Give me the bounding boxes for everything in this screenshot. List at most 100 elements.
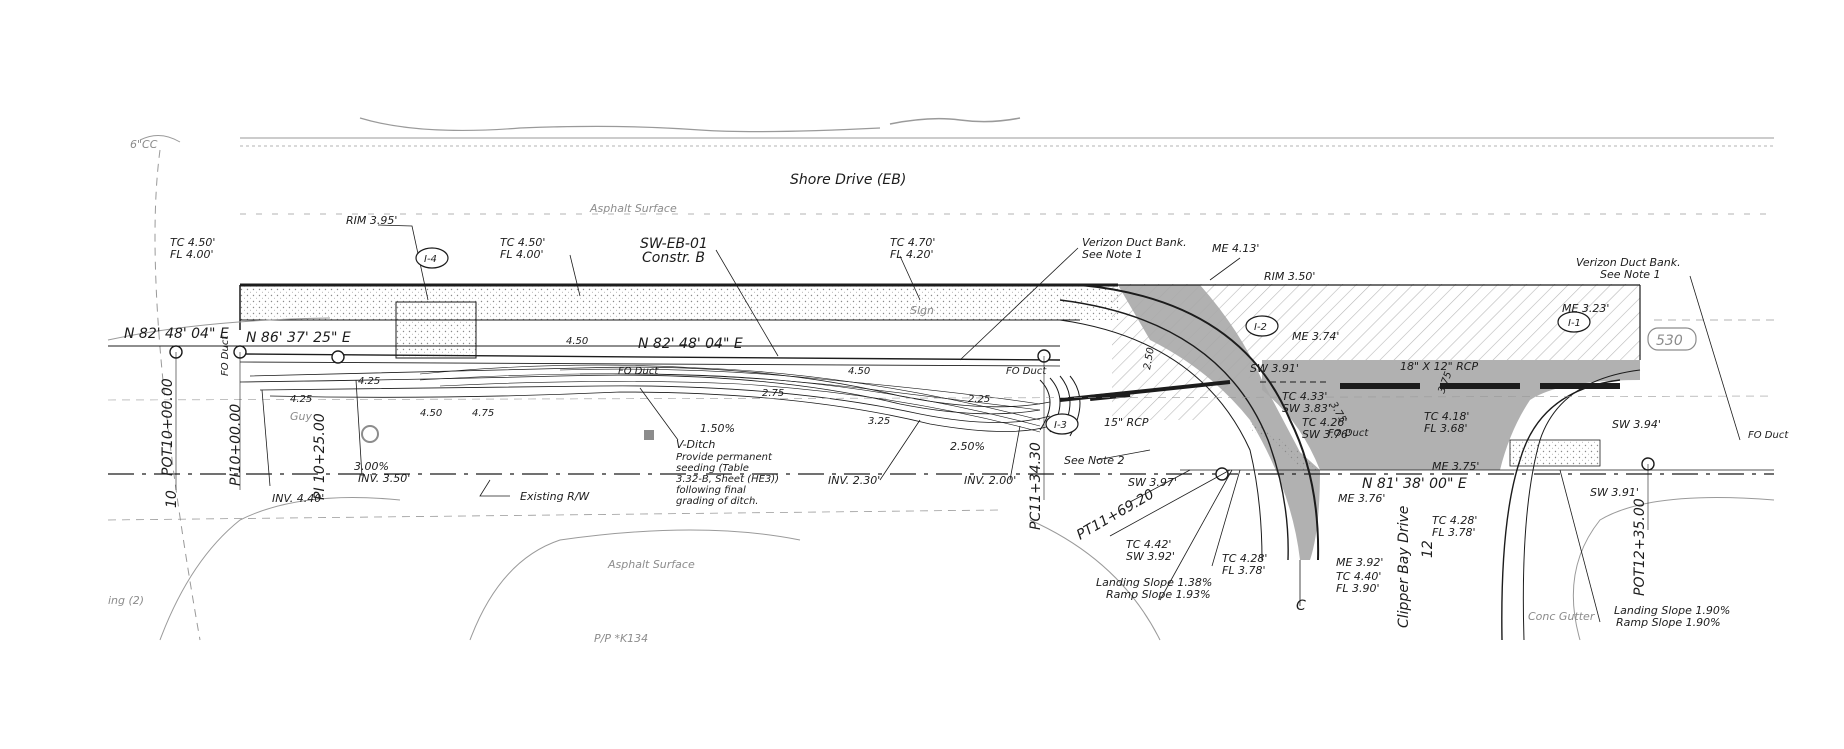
contour-label: 4.25 [290, 394, 312, 405]
bearing-4: N 81' 38' 00" E [1362, 476, 1467, 492]
marker-i2: I-2 [1254, 322, 1267, 333]
guy-label: Guy [290, 410, 312, 423]
sw-label: SW 3.91' [1590, 486, 1639, 499]
project-constr: Constr. B [642, 250, 705, 266]
fl-label: FL 3.68' [1424, 422, 1467, 435]
fo-duct-label: FO Duct [1006, 366, 1047, 377]
contour-label: 2.25 [968, 394, 990, 405]
station-id: 10 [164, 490, 180, 508]
station-pot-end: POT12+35.00 [1632, 498, 1648, 596]
sign-label: Sign [910, 304, 934, 317]
fo-duct-label: FO Duct [220, 335, 231, 376]
rim-label: RIM 3.50' [1264, 270, 1315, 283]
ramp-slope: Ramp Slope 1.90% [1616, 616, 1721, 629]
slope-label: 1.50% [700, 422, 735, 435]
fo-duct-label: FO Duct [1748, 430, 1789, 441]
row-lines [107, 149, 1775, 641]
verizon-note: Verizon Duct Bank. [1576, 256, 1681, 269]
fo-duct-label: FO Duct [1328, 428, 1369, 439]
tc-label: TC 4.42' [1126, 538, 1171, 551]
tc-label: TC 4.26' [1302, 416, 1347, 429]
me-label: ME 3.75' [1432, 460, 1479, 473]
contour-label: 4.25 [358, 376, 380, 387]
top-edge-lines [139, 117, 1774, 215]
ditch-note: following final [676, 485, 746, 496]
fl-label: FL 4.00' [500, 248, 543, 261]
rim-label: RIM 3.95' [346, 214, 397, 227]
ditch-note: Provide permanent [676, 452, 773, 463]
inv-label: INV. 4.40' [272, 492, 324, 505]
verizon-note: Verizon Duct Bank. [1082, 236, 1187, 249]
station-pot-start: POT10+00.00 [160, 378, 176, 476]
ditch-note: seeding (Table [676, 463, 749, 474]
ditch-note: 3.32-B, Sheet (HE3)) [676, 474, 779, 485]
contour-label: 4.75 [472, 408, 494, 419]
station-pc: PC11+34.30 [1028, 442, 1044, 530]
tc-label: TC 4.70' [890, 236, 935, 249]
station-pt: PT11+69.20 [1074, 486, 1157, 543]
tc-label: TC 4.40' [1336, 570, 1381, 583]
me-label: ME 3.76' [1338, 492, 1385, 505]
verizon-note: See Note 1 [1082, 248, 1143, 261]
sw-label: SW 3.91' [1250, 362, 1299, 375]
pole-label: 6"CC [130, 138, 158, 151]
marker-i3: I-3 [1054, 420, 1067, 431]
bearing-2: N 86' 37' 25" E [246, 330, 351, 346]
tc-label: TC 4.33' [1282, 390, 1327, 403]
surface-bottom: Asphalt Surface [607, 558, 695, 571]
fl-label: FL 3.90' [1336, 582, 1379, 595]
tc-label: TC 4.18' [1424, 410, 1469, 423]
sw-label: SW 3.94' [1612, 418, 1661, 431]
ditch-note: grading of ditch. [676, 496, 758, 507]
contour-label: 4.50 [420, 408, 442, 419]
leader-lines [261, 224, 1741, 623]
station-pi1: PI10+00.00 [228, 404, 244, 486]
sw-label: SW 3.92' [1126, 550, 1175, 563]
slope-label: 2.50% [950, 440, 985, 453]
contour-label: 3.25 [868, 416, 890, 427]
fl-label: FL 3.78' [1222, 564, 1265, 577]
labels: Shore Drive (EB) Asphalt Surface Asphalt… [108, 138, 1789, 645]
marker-i1: I-1 [1568, 318, 1581, 329]
me-label: ME 3.74' [1292, 330, 1339, 343]
fl-label: FL 4.20' [890, 248, 933, 261]
box-icon [644, 430, 654, 440]
rcp-label: 15" RCP [1104, 416, 1149, 429]
me-label: ME 4.13' [1212, 242, 1259, 255]
fo-duct-label: FO Duct [618, 366, 659, 377]
contour-label: 4.50 [848, 366, 870, 377]
road-name: Shore Drive (EB) [790, 172, 906, 188]
inv-label: INV. 2.30' [828, 474, 880, 487]
sw-label: SW 3.97' [1128, 476, 1177, 489]
sw-label: SW 3.76' [1302, 428, 1351, 441]
pole-label: P/P *K134 [594, 632, 648, 645]
surface-top: Asphalt Surface [589, 202, 677, 215]
tc-label: TC 4.28' [1432, 514, 1477, 527]
note-ref: See Note 2 [1064, 454, 1125, 467]
tc-label: TC 4.50' [500, 236, 545, 249]
me-label: ME 3.92' [1336, 556, 1383, 569]
inv-label: INV. 3.50' [358, 472, 410, 485]
structure-markers [415, 247, 1697, 435]
utility-pole-icon [361, 425, 379, 443]
bearing-3: N 82' 48' 04" E [638, 336, 743, 352]
fl-label: FL 3.78' [1432, 526, 1475, 539]
section-mark: C [1296, 598, 1306, 614]
marker-i4: I-4 [424, 254, 437, 265]
contour-label: 2.50 [1142, 347, 1157, 371]
gutter-label: Conc Gutter [1528, 610, 1596, 623]
route-badge: 530 [1656, 333, 1683, 349]
row-label: Existing R/W [520, 490, 590, 503]
tc-label: TC 4.28' [1222, 552, 1267, 565]
control-points [108, 345, 1655, 530]
project-id: SW-EB-01 [640, 236, 708, 252]
cross-street-id: 12 [1420, 540, 1436, 558]
me-label: ME 3.23' [1562, 302, 1609, 315]
rcp-label: 18" X 12" RCP [1400, 360, 1478, 373]
cross-street-name: Clipper Bay Drive [1396, 506, 1412, 628]
tc-label: TC 4.50' [170, 236, 215, 249]
landing-slope: Landing Slope 1.38% [1096, 576, 1212, 589]
verizon-note: See Note 1 [1600, 268, 1661, 281]
